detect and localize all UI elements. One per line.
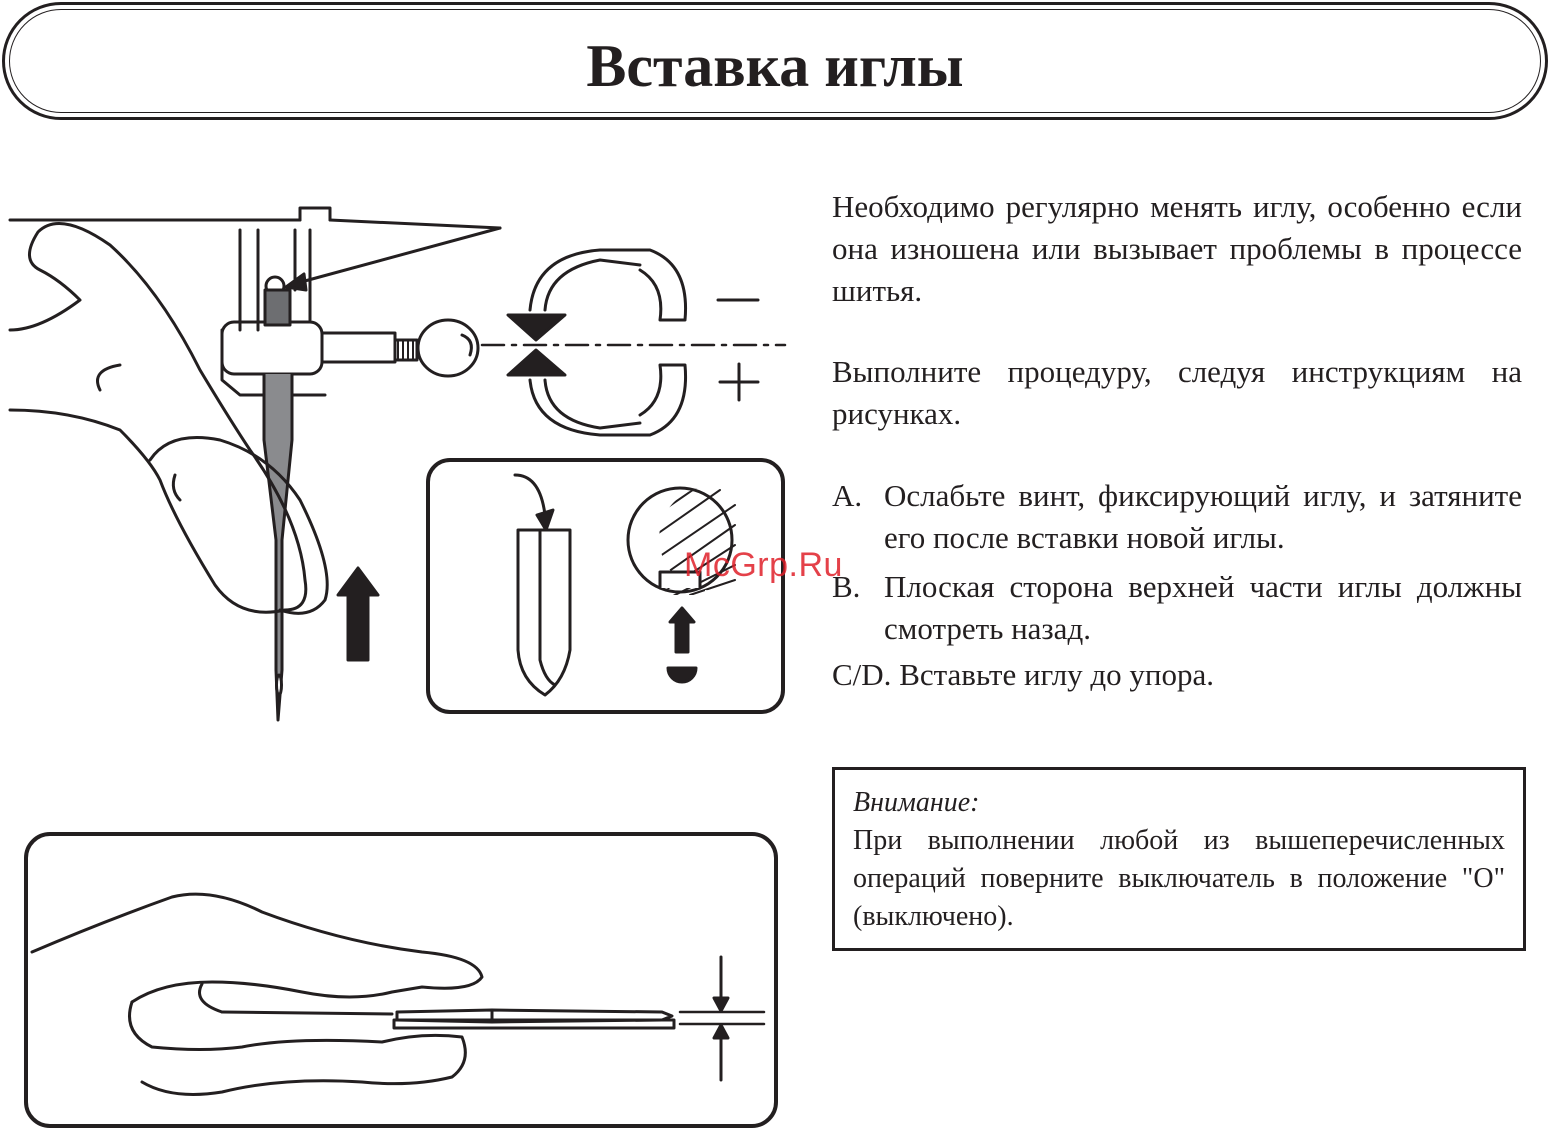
step-letter-a: A.: [832, 478, 863, 513]
needle: [262, 372, 294, 722]
inset-box: [426, 458, 785, 714]
note-text: При выполнении любой из вышеперечисленны…: [853, 825, 1505, 932]
rotation-arrow-tighten: [528, 363, 688, 437]
intro-paragraph: Необходимо регулярно менять иглу, особен…: [832, 189, 1522, 308]
needle-check-illustration: [24, 832, 778, 1128]
machine-head-outline: [8, 218, 502, 230]
text-column: Необходимо регулярно менять иглу, особен…: [832, 186, 1522, 312]
page-title: Вставка иглы: [586, 33, 964, 99]
check-box: [24, 832, 778, 1128]
step-b: B. Плоская сторона верхней части иглы до…: [832, 566, 1522, 650]
title-banner-inner-border: [9, 9, 1541, 113]
thumb-screw: [416, 318, 480, 378]
warning-note-box: Внимание: При выполнении любой из вышепе…: [832, 767, 1526, 951]
step-text-cd: Вставьте иглу до упора.: [899, 657, 1215, 692]
hand: [8, 222, 308, 614]
needle-insertion-illustration: [8, 206, 787, 722]
check-hand: [30, 892, 484, 1004]
title-banner: Вставка иглы: [2, 2, 1548, 120]
small-up-arrow: [668, 606, 696, 654]
procedure-paragraph: Выполните процедуру, следуя инструкциям …: [832, 354, 1522, 431]
note-title: Внимание:: [853, 787, 980, 818]
flat-surface: [392, 1018, 676, 1030]
step-a: A. Ослабьте винт, фиксирующий иглу, и за…: [832, 475, 1522, 559]
step-letter-cd: C/D.: [832, 657, 892, 692]
plus-sign: [718, 362, 760, 402]
watermark: McGrp.Ru: [684, 546, 843, 584]
needle-on-surface: [395, 1008, 674, 1024]
needle-shank-flat: [516, 528, 572, 697]
needle-clamp: [220, 320, 324, 376]
step-text-a: Ослабьте винт, фиксирующий иглу, и затян…: [884, 478, 1522, 555]
rotation-arrow-loosen: [528, 248, 688, 322]
pointer-line: [288, 226, 502, 287]
procedure-block: Выполните процедуру, следуя инструкциям …: [832, 351, 1522, 435]
up-arrow: [336, 566, 380, 662]
step-text-b: Плоская сторона верхней части иглы должн…: [884, 569, 1522, 646]
step-cd: C/D. Вставьте иглу до упора.: [832, 654, 1522, 696]
step-letter-b: B.: [832, 569, 861, 604]
